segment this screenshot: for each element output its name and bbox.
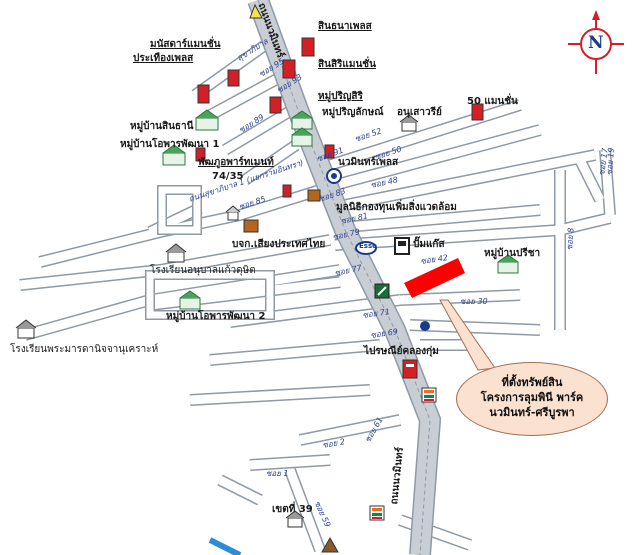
building-icon (195, 147, 206, 162)
label-pumkaew: ปั๊มแก๊ส (413, 239, 445, 250)
temple-icon (321, 536, 339, 553)
callout-line-1: ที่ตั้งทรัพย์สิน (501, 376, 563, 389)
building-icon (324, 144, 335, 159)
building-icon (301, 37, 315, 57)
post-office-icon (402, 359, 418, 379)
label-prinyasiri: หมู่ปริญสิริ (318, 91, 363, 102)
label-anuban-school: โรงเรียนอนุบาลแก้วดุษิต (150, 265, 256, 276)
road-label-soi30: ซอย 30 (460, 297, 488, 306)
school-icon (285, 510, 305, 528)
label-mansion50: 50 แมนชั่น (467, 96, 518, 107)
compass-icon (568, 10, 624, 74)
callout-line-2: โครงการลุมพินี พาร์ค (480, 391, 584, 404)
village-icon (195, 109, 219, 131)
school-icon (15, 319, 37, 339)
block-outlines-fill (146, 186, 274, 319)
label-mandarin: มนัสดาร์แมนชั่น (150, 39, 221, 50)
seven-eleven-icon (421, 387, 437, 403)
building-icon (197, 84, 210, 104)
building-icon (227, 69, 240, 87)
company-icon (243, 219, 259, 233)
road-label-soi1: ซอย 1 (266, 469, 289, 478)
esso-icon (355, 241, 377, 255)
school-icon (165, 243, 187, 263)
label-sinthana: สินธนาเพลส (318, 21, 372, 32)
label-sinsiri: สินสิริแมนชั่น (318, 59, 376, 70)
label-khet39: เขตที่ 39 (272, 504, 313, 515)
site-marker (404, 258, 465, 298)
building-icon (282, 184, 292, 198)
label-foundation: มูลนิธิกองทุนเพิ่มสิ่งแวดล้อม (336, 202, 457, 213)
school-icon (399, 114, 419, 132)
side-streets (19, 33, 616, 553)
building-icon (471, 103, 484, 121)
company-icon (307, 189, 321, 202)
seven-eleven-icon (369, 505, 385, 521)
building-icons (195, 37, 484, 198)
label-preecha: หมู่บ้านปรีชา (484, 248, 541, 259)
label-nawamin-place: นวมินทร์เพลส (338, 157, 399, 168)
gas-pump-icon (394, 237, 410, 255)
label-phuttho: พัฒภูอพาร์ทเมนท์ (198, 157, 274, 168)
label-ophat2: หมู่บ้านโอพารพัฒนา 2 (166, 311, 266, 322)
label-prathueang: ประเทืองเพลส (133, 53, 194, 64)
compass-letter: N (588, 33, 604, 53)
label-esso: Esso (359, 242, 377, 250)
company-icons (243, 189, 321, 233)
label-ophat1: หมู่บ้านโอพารพัฒนา 1 (120, 139, 220, 150)
village-icon (162, 144, 186, 166)
label-anusawari: อนุเสาวรีย์ (397, 107, 442, 118)
north-arrow-icon (249, 3, 263, 19)
seven-eleven-icons (369, 387, 437, 521)
label-mansion-7435: 74/35 (212, 171, 244, 182)
info-pin-icon (420, 321, 430, 331)
bangchak-icon (374, 283, 390, 299)
building-icon (282, 59, 296, 79)
callout-pointer (439, 299, 496, 371)
village-icons (162, 109, 519, 310)
building-icon (269, 96, 282, 114)
school-icons (15, 114, 419, 528)
label-post-office: ไปรษณีย์คลองกุ่ม (364, 346, 439, 357)
callout-line-3: นวมินทร์-ศรีบูรพา (489, 406, 575, 419)
village-icon (291, 127, 313, 147)
ptt-icon (326, 168, 342, 184)
label-bjk: บจก.เสียงประเทศไทย (232, 239, 326, 250)
label-prinyalak: หมู่ปริญลักษณ์ (322, 107, 384, 118)
canal (208, 537, 242, 555)
label-commerce-school: โรงเรียนพระมารดานิจจานุเคราะห์ (10, 344, 159, 355)
gas-icons (326, 168, 430, 331)
label-sinthani: หมู่บ้านสินธานี (130, 121, 194, 132)
village-icon (179, 290, 201, 310)
road-label-soi8: ซอย 8 (565, 227, 576, 251)
site-callout: ที่ตั้งทรัพย์สิน โครงการลุมพินี พาร์ค นว… (456, 362, 608, 436)
house-icon (225, 205, 241, 221)
main-road-centerline (257, 0, 431, 555)
side-streets-fill (19, 34, 615, 552)
village-icon (497, 254, 519, 274)
